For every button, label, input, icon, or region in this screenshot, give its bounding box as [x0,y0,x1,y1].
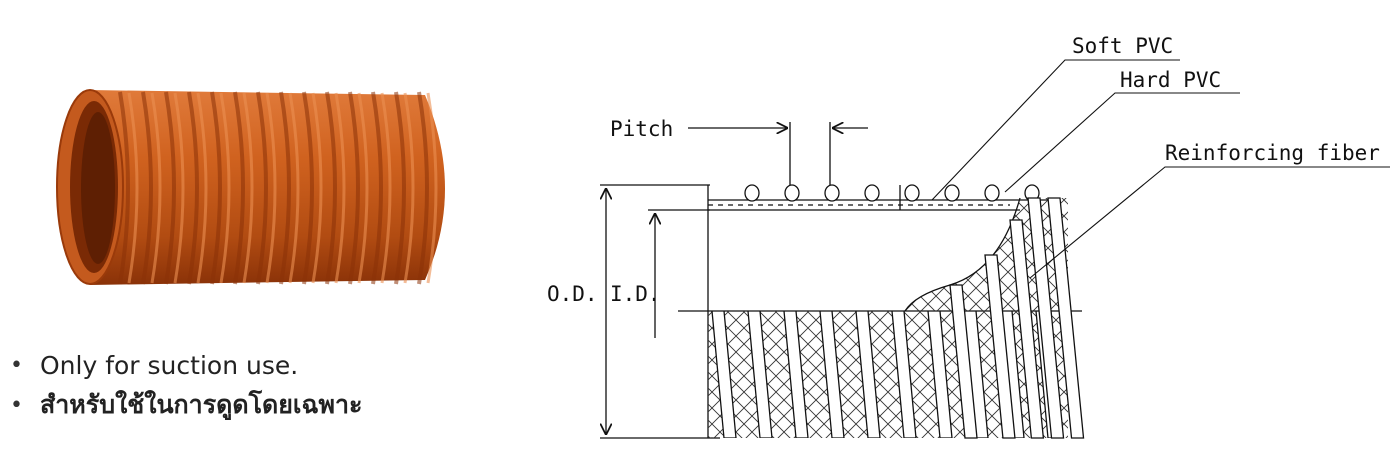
hose-rib-highlight [242,92,254,284]
hose-rib [325,91,337,285]
hose-rib [394,91,406,285]
hose-rib-highlight [380,92,392,284]
hard-pvc-bead [744,184,760,202]
hose-photo [56,89,445,285]
label-reinforcing-fiber: Reinforcing fiber [1165,141,1380,165]
label-hard-pvc: Hard PVC [1120,68,1221,92]
hose-rib [417,91,429,285]
helix-rib [927,311,953,438]
helix-rib [1009,219,1045,439]
hose-rib [210,91,222,285]
hose-rib-highlight [265,92,277,284]
helix-rib [783,311,809,438]
helix-rib [891,311,917,438]
hose-rib-highlight [426,92,438,284]
note-text: Only for suction use. [40,350,299,380]
hose-rib [371,91,383,285]
hard-pvc-bead [784,184,800,202]
helix-rib [949,284,978,439]
hose-rib-highlight [127,92,139,284]
hard-pvc-bead [984,184,1000,202]
note-item: • Only for suction use. [10,345,362,385]
hose-rib [348,91,360,285]
hose-rib-highlight [311,92,323,284]
helix-rib [747,311,773,438]
label-od: O.D. [547,282,598,306]
hose-cross-section-diagram: Soft PVC Hard PVC Reinforcing fiber Pitc… [547,34,1390,439]
hard-pvc-bead [864,184,880,202]
note-item: • สำหรับใช้ในการดูดโดยเฉพาะ [10,385,362,425]
bullet-dot: • [10,352,23,378]
hose-rib-highlight [219,92,231,284]
label-pitch: Pitch [610,117,673,141]
hose-rib-highlight [288,92,300,284]
hose-rib-highlight [357,92,369,284]
helix-rib [1027,197,1065,439]
hose-rib-highlight [403,92,415,284]
note-list: • Only for suction use. • สำหรับใช้ในการดู… [10,345,362,425]
hard-pvc-bead [904,184,920,202]
hard-pvc-bead [944,184,960,202]
helix-rib [711,311,737,438]
hose-rib [164,91,176,285]
label-id: I.D. [610,282,661,306]
hose-rib [141,91,153,285]
hose-rib-highlight [196,92,208,284]
bullet-dot: • [10,392,23,418]
helix-rib [1047,197,1085,439]
label-soft-pvc: Soft PVC [1072,34,1173,58]
helix-rib [855,311,881,438]
helix-rib [984,254,1016,439]
hose-rib [118,91,130,285]
hose-rib-highlight [334,92,346,284]
hard-pvc-bead [824,184,840,202]
hose-rib [187,91,199,285]
helix-rib [819,311,845,438]
note-text: สำหรับใช้ในการดูดโดยเฉพาะ [40,390,363,419]
hose-rib-highlight [150,92,162,284]
hose-rib [233,91,245,285]
hose-rib [302,91,314,285]
hose-rib [279,91,291,285]
hose-rib-highlight [173,92,185,284]
hose-rib [256,91,268,285]
